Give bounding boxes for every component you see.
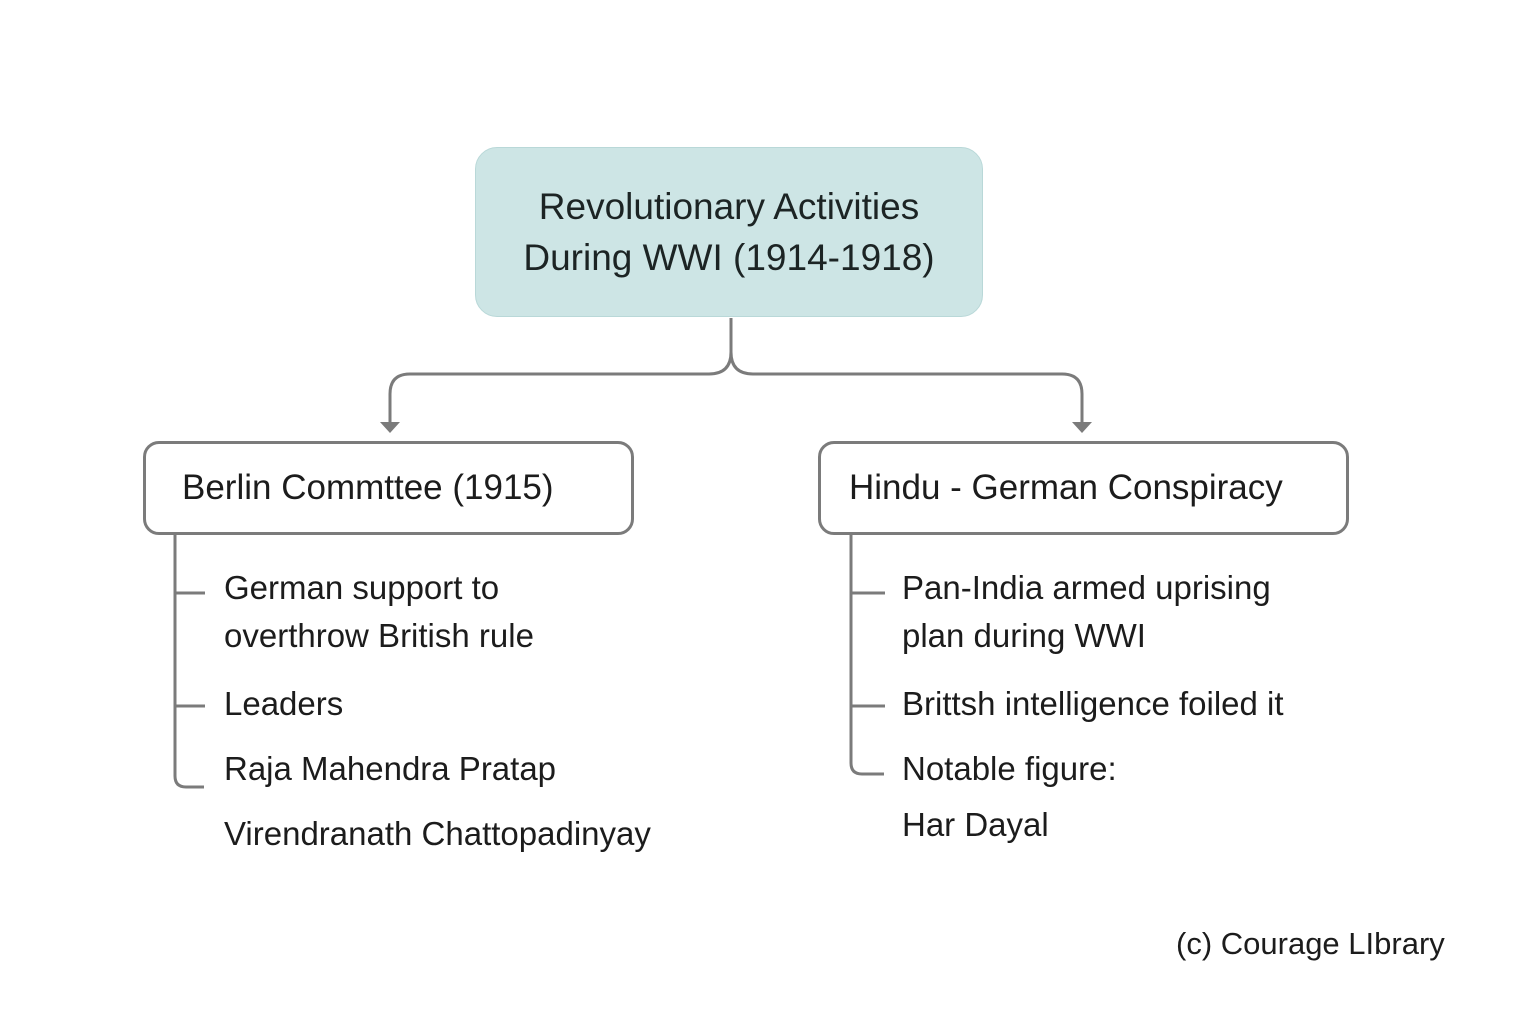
- root-to-left-connector: [388, 318, 733, 424]
- item-line: Notable figure:: [902, 750, 1117, 787]
- left-item-virendranath: Virendranath Chattopadinyay: [224, 810, 651, 858]
- branch-title: Berlin Commttee (1915): [182, 468, 554, 507]
- item-line: Raja Mahendra Pratap: [224, 750, 557, 787]
- root-to-right-connector: [729, 318, 1084, 424]
- left-branch-spine: [173, 535, 204, 789]
- left-item-leaders: Leaders: [224, 680, 343, 728]
- item-line: Leaders: [224, 685, 344, 722]
- right-branch-spine: [849, 535, 884, 776]
- root-title-line-1: Revolutionary Activities: [538, 186, 920, 227]
- right-item-notable-figure: Notable figure:: [902, 745, 1117, 793]
- copyright-text: (c) Courage LIbrary: [1176, 926, 1445, 961]
- branch-node-berlin-committee: Berlin Commttee (1915): [143, 441, 634, 535]
- item-line: plan during WWI: [902, 617, 1146, 654]
- left-arrowhead: [380, 422, 400, 433]
- item-line: Brittsh intelligence foiled it: [902, 685, 1284, 722]
- right-item-har-dayal: Har Dayal: [902, 801, 1049, 849]
- item-line: overthrow British rule: [224, 617, 534, 654]
- item-line: German support to: [224, 569, 500, 606]
- root-title-line-2: During WWI (1914-1918): [523, 237, 935, 278]
- left-item-german-support: German support to overthrow British rule: [224, 564, 534, 660]
- item-line: Virendranath Chattopadinyay: [224, 815, 651, 852]
- root-node: Revolutionary Activities During WWI (191…: [475, 147, 983, 317]
- item-line: Har Dayal: [902, 806, 1049, 843]
- right-item-british-intelligence: Brittsh intelligence foiled it: [902, 680, 1284, 728]
- right-item-pan-india-uprising: Pan-India armed uprising plan during WWI: [902, 564, 1271, 660]
- branch-title: Hindu - German Conspiracy: [849, 468, 1283, 507]
- item-line: Pan-India armed uprising: [902, 569, 1271, 606]
- right-arrowhead: [1072, 422, 1092, 433]
- left-item-raja-mahendra-pratap: Raja Mahendra Pratap: [224, 745, 556, 793]
- branch-node-hindu-german-conspiracy: Hindu - German Conspiracy: [818, 441, 1349, 535]
